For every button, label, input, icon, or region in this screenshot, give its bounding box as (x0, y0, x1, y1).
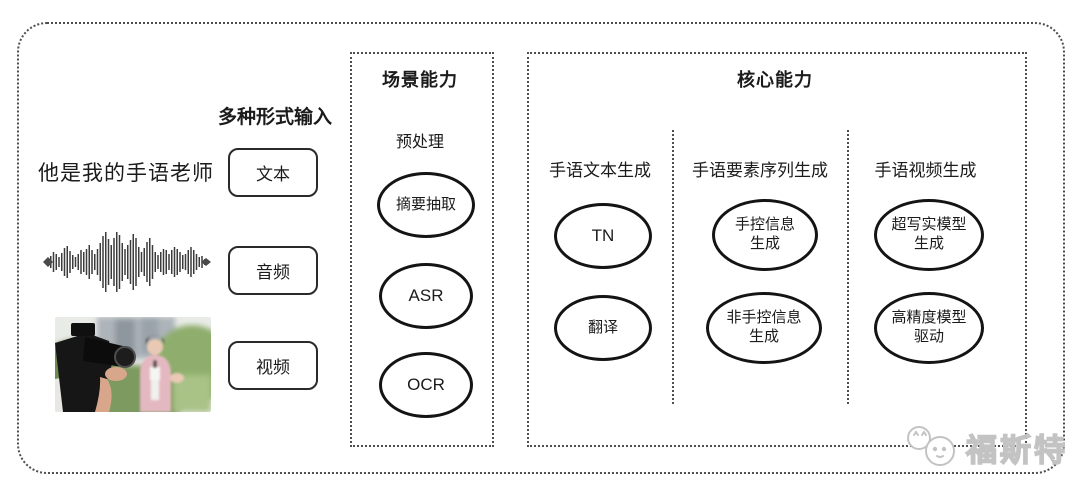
input-type-video-label: 视频 (256, 358, 290, 377)
column-label-sign-text-generation: 手语文本生成 (549, 161, 651, 180)
input-type-audio: 音频 (228, 246, 318, 295)
preprocess-label: 预处理 (395, 134, 444, 151)
core-capability-panel (527, 52, 1027, 447)
core-column-divider-2 (847, 130, 849, 404)
scene-capability-panel (350, 52, 494, 447)
core-column-divider-1 (672, 130, 674, 404)
input-type-audio-label: 音频 (256, 263, 290, 282)
input-type-text-label: 文本 (256, 165, 290, 184)
watermark: 福斯特 (902, 422, 1068, 472)
node-ocr: OCR (379, 352, 473, 418)
watermark-doodle-icon (907, 426, 955, 466)
node-translation: 翻译 (554, 295, 652, 361)
input-section-heading: 多种形式输入 (217, 107, 332, 128)
node-tn: TN (554, 203, 652, 269)
core-panel-title: 核心能力 (737, 70, 813, 90)
input-type-text: 文本 (228, 148, 318, 197)
text-input-example: 他是我的手语老师 (38, 162, 214, 185)
column-label-sign-video-generation: 手语视频生成 (874, 161, 977, 180)
outer-dotted-border (17, 22, 1065, 474)
node-non-manual-info-generation: 非手控信息 生成 (706, 292, 822, 364)
reporter-photo (55, 317, 211, 412)
input-type-video: 视频 (228, 341, 318, 390)
node-summary-extraction: 摘要抽取 (377, 172, 475, 238)
node-manual-info-generation: 手控信息 生成 (712, 199, 818, 271)
column-label-sign-element-sequence-generation: 手语要素序列生成 (692, 161, 828, 180)
node-hyperrealistic-model-generation: 超写实模型 生成 (874, 199, 984, 271)
node-high-precision-model-driving: 高精度模型 驱动 (874, 292, 984, 364)
node-asr: ASR (379, 263, 473, 329)
scene-panel-title: 场景能力 (382, 70, 458, 90)
audio-waveform-icon (43, 232, 211, 292)
watermark-text: 福斯特 (965, 432, 1068, 469)
